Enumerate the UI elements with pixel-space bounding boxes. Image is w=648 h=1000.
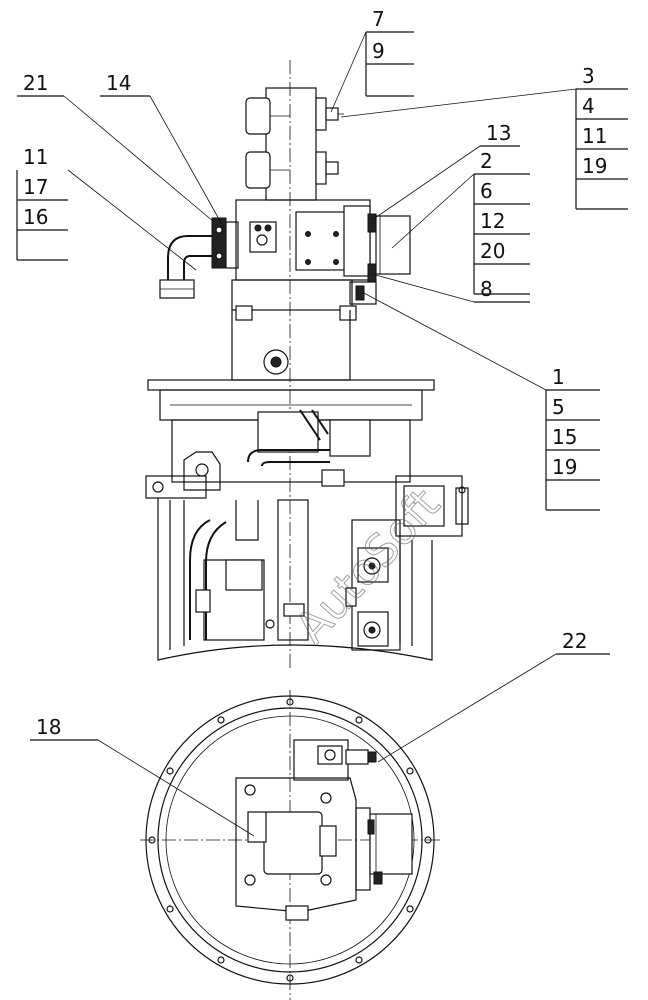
callout-21: 21 [17,71,215,223]
callout-14: 14 [100,71,225,229]
callout-label: 17 [23,175,48,199]
callout-label: 21 [23,71,48,95]
leader-line [67,169,197,271]
callout-label: 22 [562,629,587,653]
leader-line [371,145,481,221]
leader-line [63,95,215,223]
callout-label: 14 [106,71,131,95]
callout-3-4-11-19: 3 4 11 19 [340,64,628,210]
callout-7-9: 79 [330,7,414,113]
leader-line [391,173,475,249]
callout-label: 19 [552,455,577,479]
callout-label: 9 [372,39,385,63]
leader-line [149,95,225,229]
callout-11-17-16: 11 17 16 [16,145,197,271]
callout-label: 13 [486,121,511,145]
callout-label: 5 [552,395,565,419]
callout-label: 4 [582,94,595,118]
leader-line [340,88,577,118]
callout-label: 11 [23,145,48,169]
callout-18: 18 [30,715,255,837]
callout-22: 22 [377,629,610,763]
callout-2-6-12-20: 2 6 12 20 [391,149,530,295]
leader-line [371,273,475,303]
callout-13: 13 [371,121,520,221]
callout-label: 18 [36,715,61,739]
callout-label: 12 [480,209,505,233]
leader-line [330,31,367,113]
callout-label: 20 [480,239,505,263]
leader-line [377,653,557,763]
callout-label: 6 [480,179,493,203]
callout-label: 1 [552,365,565,389]
callout-8: 8 [371,273,530,303]
callout-label: 19 [582,154,607,178]
callout-label: 2 [480,149,493,173]
callout-label: 11 [582,124,607,148]
callout-label: 15 [552,425,577,449]
side-view [145,60,469,670]
callout-label: 3 [582,64,595,88]
leader-line [361,291,547,391]
leader-line [97,739,255,837]
callout-label: 16 [23,205,48,229]
callout-label: 8 [480,277,493,301]
callout-label: 7 [372,7,385,31]
plan-view [140,690,440,1000]
